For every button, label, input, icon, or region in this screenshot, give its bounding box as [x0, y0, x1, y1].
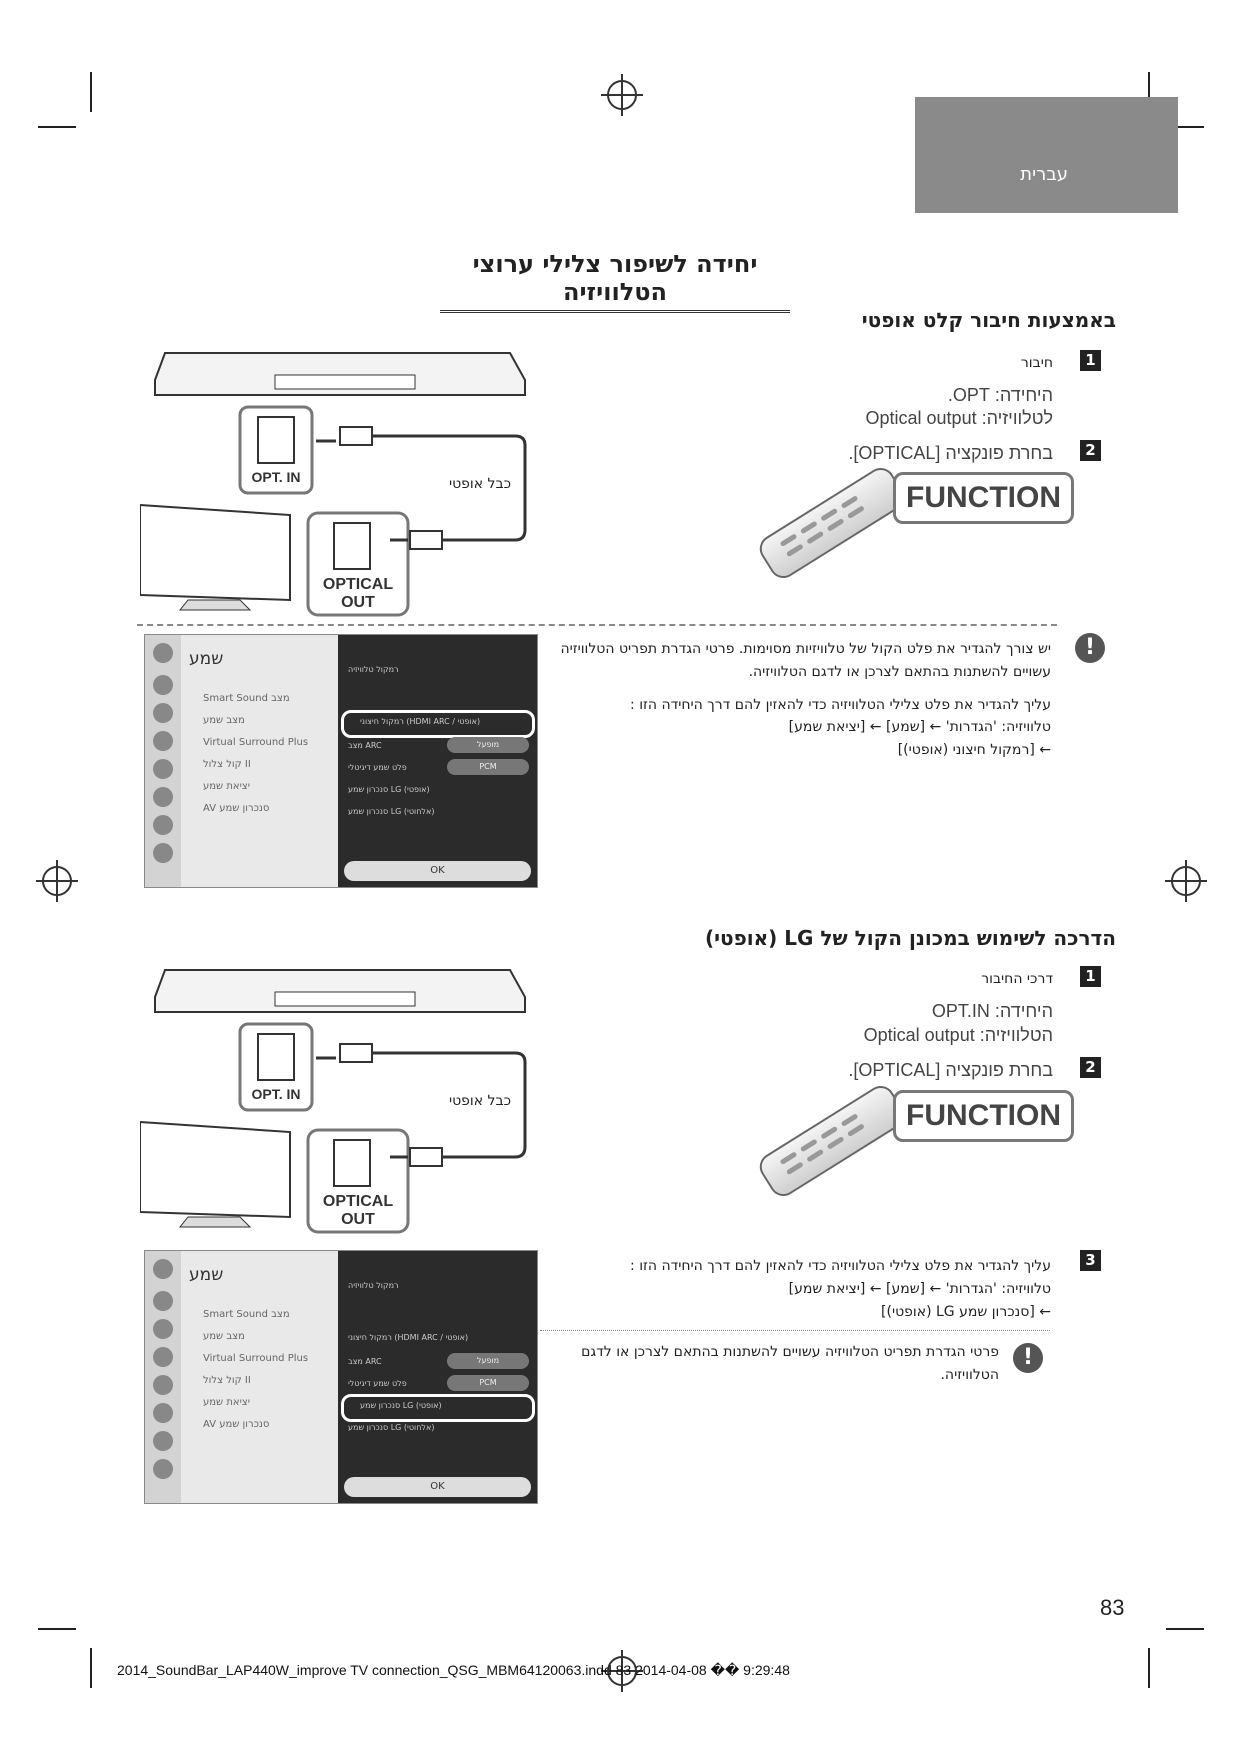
crop-mark: [90, 1648, 92, 1688]
menu-path: ← [רמקול חיצוני (אופטי)]: [897, 742, 1051, 758]
connection-diagram: OPT. IN OPTICAL OUT: [140, 352, 527, 617]
svg-text:OPT. IN: OPT. IN: [251, 1086, 300, 1102]
menu-item: AV סנכרון שמע: [203, 1419, 270, 1430]
menu-option: סנכרון שמע LG (אלחוטי): [348, 1423, 435, 1432]
menu-option: מצב ARC: [348, 741, 382, 750]
menu-item: Virtual Surround Plus: [203, 737, 309, 748]
divider: [137, 624, 1057, 626]
menu-item: מצב שמע: [203, 715, 245, 726]
notice-text: עליך להגדיר את פלט צלילי הטלוויזיה כדי ל…: [630, 697, 1051, 713]
menu-option: רמקול חיצוני (HDMI ARC / אופטי): [360, 717, 481, 726]
menu-heading: שמע: [189, 649, 224, 669]
section-title: באמצעות חיבור קלט אופטי: [861, 308, 1116, 332]
tv-connection: לטלוויזיה: Optical output: [865, 408, 1053, 428]
registration-mark-icon: [36, 860, 78, 902]
notice-text: פרטי הגדרת תפריט הטלוויזיה עשויים להשתנו…: [581, 1344, 999, 1360]
step-instruction: עליך להגדיר את פלט צלילי הטלוויזיה כדי ל…: [630, 1258, 1051, 1274]
selected-option-highlight: [341, 1394, 535, 1422]
svg-text:OPTICAL: OPTICAL: [323, 1193, 393, 1210]
step-number: 2: [1080, 1057, 1101, 1078]
svg-text:OUT: OUT: [341, 594, 375, 611]
menu-item: Virtual Surround Plus: [203, 1353, 309, 1364]
crop-mark: [38, 1628, 76, 1630]
menu-option: רמקול טלוויזיה: [348, 1281, 399, 1290]
remote-control-icon: [754, 462, 910, 584]
option-value: מופעל: [447, 1353, 529, 1369]
menu-heading: שמע: [189, 1265, 224, 1285]
tv-sound-menu-screenshot: שמע Smart Sound מצב מצב שמע Virtual Surr…: [144, 1250, 538, 1504]
menu-option: רמקול חיצוני (HDMI ARC / אופטי): [348, 1333, 469, 1342]
crop-mark: [1166, 1628, 1204, 1630]
menu-item: Smart Sound מצב: [203, 693, 290, 704]
menu-option: סנכרון שמע LG (אופטי): [348, 785, 430, 794]
crop-mark: [1166, 126, 1204, 128]
notice-icon: !: [1013, 1343, 1043, 1373]
section-title: הדרכה לשימוש במכונן הקול של LG (אופטי): [704, 926, 1116, 950]
svg-text:OPTICAL: OPTICAL: [323, 576, 393, 593]
menu-option: פלט שמע דיגיטלי: [348, 1379, 407, 1388]
crop-mark: [38, 126, 76, 128]
menu-option: מצב ARC: [348, 1357, 382, 1366]
step-number: 1: [1080, 350, 1101, 371]
ok-button: OK: [344, 1477, 531, 1497]
cable-label: כבל אופטי: [448, 476, 511, 492]
menu-path: טלוויזיה: 'הגדרות' ← [שמע] ← [יציאת שמע]: [788, 719, 1051, 735]
page-number: 83: [1100, 1595, 1125, 1620]
step-instruction: בחרת פונקציה [OPTICAL].: [848, 1060, 1053, 1080]
notice-icon: !: [1075, 633, 1105, 663]
step-label: חיבור: [1020, 355, 1053, 371]
notice-text: הטלוויזיה.: [940, 1367, 999, 1383]
svg-text:OUT: OUT: [341, 1211, 375, 1228]
device-connection: היחידה: OPT.: [947, 385, 1053, 405]
menu-item: AV סנכרון שמע: [203, 803, 270, 814]
menu-item: קול צלול II: [203, 1375, 251, 1386]
menu-option: סנכרון שמע LG (אלחוטי): [348, 807, 435, 816]
page-title: יחידה לשיפור צלילי ערוצי הטלוויזיה: [440, 250, 790, 313]
menu-path: טלוויזיה: 'הגדרות' ← [שמע] ← [יציאת שמע]: [788, 1281, 1051, 1297]
function-button: FUNCTION: [893, 472, 1074, 524]
option-value: מופעל: [447, 737, 529, 753]
step-instruction: בחרת פונקציה [OPTICAL].: [848, 443, 1053, 463]
step-label: דרכי החיבור: [981, 971, 1053, 987]
crop-mark: [90, 72, 92, 112]
remote-control-icon: [754, 1080, 910, 1202]
menu-item: מצב שמע: [203, 1331, 245, 1342]
step-number: 2: [1080, 440, 1101, 461]
menu-item: קול צלול II: [203, 759, 251, 770]
print-slug: 2014_SoundBar_LAP440W_improve TV connect…: [117, 1662, 790, 1678]
registration-mark-icon: [1165, 860, 1207, 902]
tv-sound-menu-screenshot: שמע Smart Sound מצב מצב שמע Virtual Surr…: [144, 634, 538, 888]
function-button: FUNCTION: [893, 1090, 1074, 1142]
menu-option: פלט שמע דיגיטלי: [348, 763, 407, 772]
crop-mark: [1148, 1648, 1150, 1688]
menu-option: רמקול טלוויזיה: [348, 665, 399, 674]
option-value: PCM: [447, 759, 529, 775]
registration-mark-icon: [601, 74, 643, 116]
step-number: 3: [1080, 1250, 1101, 1271]
svg-text:OPT. IN: OPT. IN: [251, 469, 300, 485]
language-tab: עברית: [915, 97, 1178, 213]
cable-label: כבל אופטי: [448, 1093, 511, 1109]
device-connection: היחידה: OPT.IN: [931, 1001, 1053, 1021]
crop-mark: [1148, 72, 1150, 112]
registration-mark-icon: [601, 1650, 643, 1692]
option-value: PCM: [447, 1375, 529, 1391]
tv-connection: הטלוויזיה: Optical output: [863, 1025, 1053, 1045]
menu-item: יציאת שמע: [203, 781, 250, 792]
selected-option-highlight: [341, 710, 535, 738]
notice-text: עשויים להשתנות בהתאם לצרכן או לדגם הטלוו…: [748, 664, 1051, 680]
menu-item: יציאת שמע: [203, 1397, 250, 1408]
menu-option: סנכרון שמע LG (אופטי): [360, 1401, 442, 1410]
connection-diagram: OPT. IN OPTICAL OUT: [140, 969, 527, 1234]
notice-text: יש צורך להגדיר את פלט הקול של טלוויזיות …: [560, 641, 1051, 657]
divider: [540, 1330, 1050, 1331]
menu-item: Smart Sound מצב: [203, 1309, 290, 1320]
step-number: 1: [1080, 966, 1101, 987]
menu-path: ← [סנכרון שמע LG (אופטי)]: [881, 1304, 1051, 1320]
ok-button: OK: [344, 861, 531, 881]
